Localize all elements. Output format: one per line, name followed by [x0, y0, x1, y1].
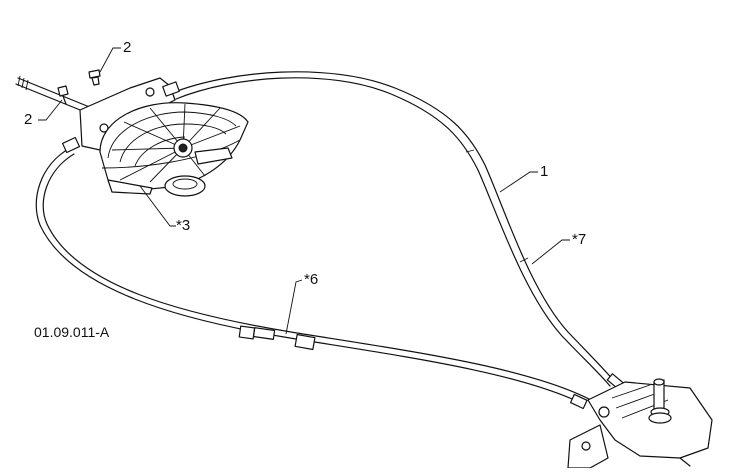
screw-upper	[88, 69, 101, 86]
lower-bracket-assembly	[567, 378, 713, 469]
lower-cable	[35, 147, 590, 410]
callout-3: *3	[176, 217, 191, 234]
reference-code: 01.09.011-A	[34, 324, 110, 340]
callout-2-upper: 2	[123, 39, 132, 56]
callout-6: *6	[304, 271, 319, 288]
leader-lines	[38, 47, 570, 335]
callout-1: 1	[540, 163, 549, 180]
callout-2-left: 2	[24, 111, 33, 128]
screw-left	[57, 85, 69, 105]
control-head-assembly	[15, 69, 249, 197]
callout-7: *7	[572, 231, 587, 248]
upper-cable	[171, 71, 626, 391]
